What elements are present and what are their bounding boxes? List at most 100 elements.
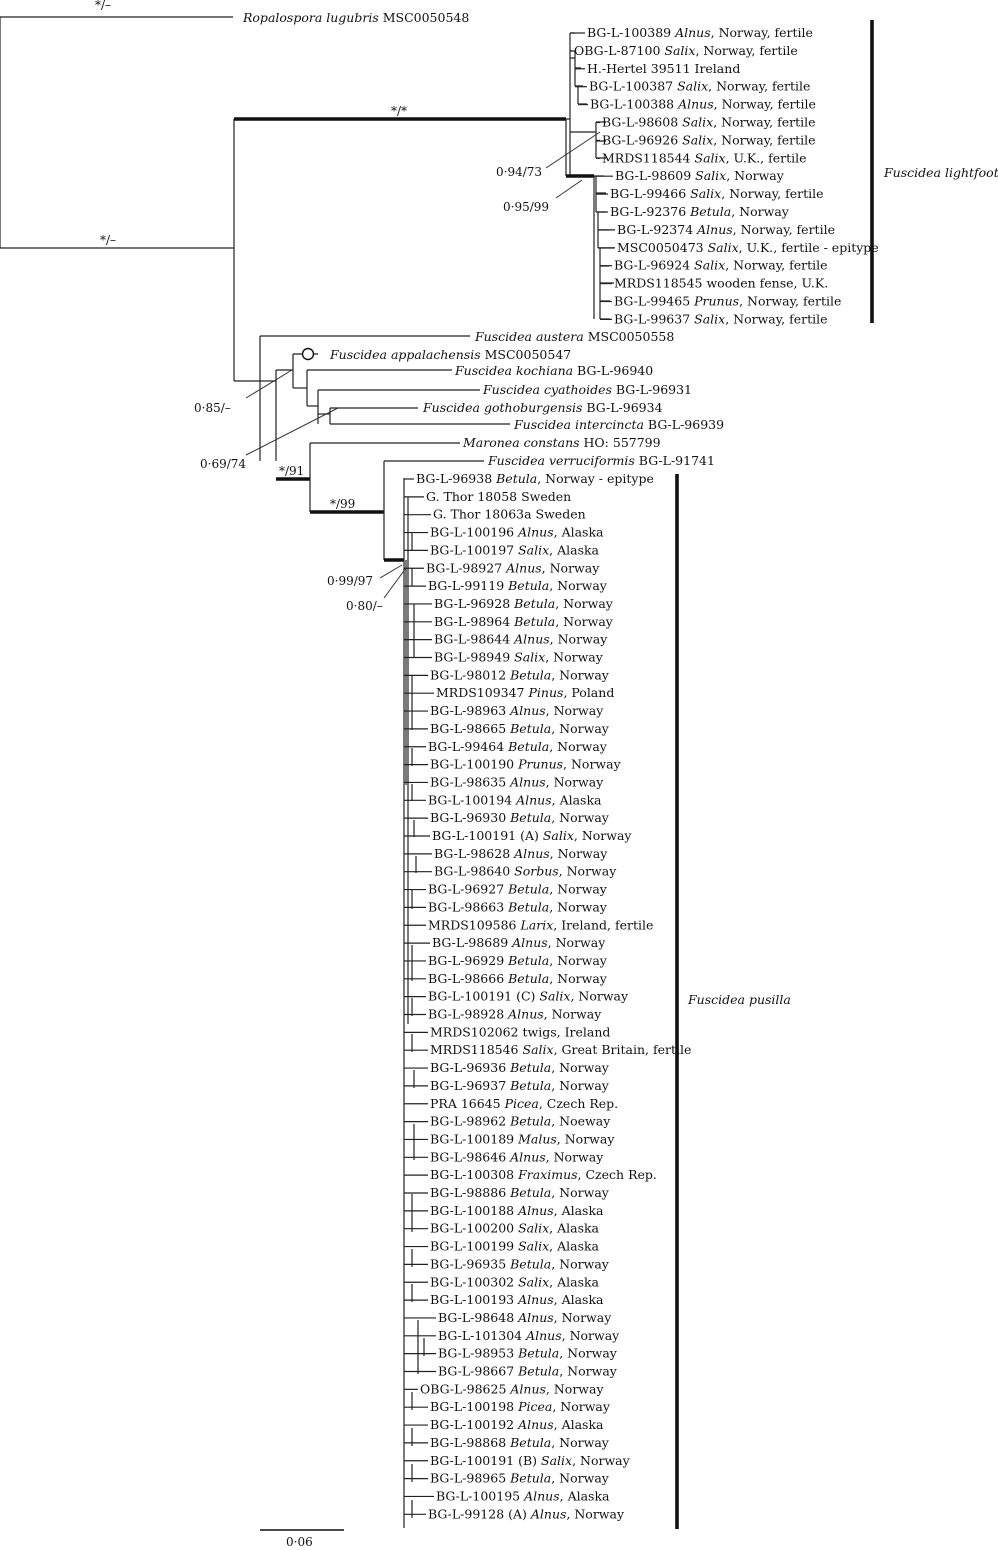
label-text: BG-L-98949 — [434, 650, 514, 665]
taxon-name: Alnus — [509, 1149, 546, 1164]
taxon-name: Alnus — [517, 1417, 554, 1432]
taxon-name: Betula — [507, 882, 549, 897]
tip-label-lightfootii: BG-L-96924 Salix, Norway, fertile — [614, 258, 828, 273]
tip-label-pusilla: BG-L-100198 Picea, Norway — [430, 1399, 611, 1414]
tip-label-pusilla: BG-L-98962 Betula, Noeway — [430, 1114, 611, 1129]
clade-label-lightfootii: Fuscidea lightfootii — [883, 165, 998, 180]
label-text: BG-L-96928 — [434, 596, 514, 611]
tip-label-pusilla: BG-L-98965 Betula, Norway — [430, 1471, 610, 1486]
label-text: , Norway, fertile — [714, 97, 816, 112]
label-text: BG-L-98667 — [438, 1364, 518, 1379]
tip-label-lightfootii: BG-L-100388 Alnus, Norway, fertile — [590, 97, 816, 112]
label-text: , Norway, fertile — [708, 79, 810, 94]
taxon-name: Larix — [520, 917, 554, 932]
label-text: , Norway — [563, 757, 622, 772]
label-text: HO: 557799 — [580, 435, 661, 450]
label-text: BG-L-98962 — [430, 1114, 510, 1129]
label-text: , Norway — [549, 578, 608, 593]
taxon-name: Salix — [690, 186, 721, 201]
support-lightfootii: */* — [391, 104, 407, 118]
tip-label-pusilla: BG-L-100191 (C) Salix, Norway — [428, 989, 629, 1004]
label-text: MSC0050547 — [481, 347, 572, 362]
label-text: BG-L-100200 — [430, 1221, 518, 1236]
tip-label-lightfootii: BG-L-100389 Alnus, Norway, fertile — [587, 25, 813, 40]
tip-label-pusilla: BG-L-96936 Betula, Norway — [430, 1060, 610, 1075]
label-text: BG-L-98646 — [430, 1149, 510, 1164]
tip-label-lightfootii: BG-L-98609 Salix, Norway — [615, 168, 785, 183]
label-text: , Norway — [549, 739, 608, 754]
tip-label-lightfootii: MRDS118545 wooden fense, U.K. — [614, 276, 828, 291]
support-maronea-pusilla: */91 — [279, 464, 304, 478]
taxon-name: Salix — [677, 79, 708, 94]
tip-label-species: Fuscidea intercincta BG-L-96939 — [513, 417, 724, 432]
label-text: BG-L-96929 — [428, 953, 508, 968]
label-text: , Czech Rep. — [578, 1167, 657, 1182]
label-text: BG-L-100197 — [430, 542, 518, 557]
taxon-name: Alnus — [674, 25, 711, 40]
label-text: BG-L-98886 — [430, 1185, 510, 1200]
taxon-name: Maronea constans — [462, 435, 580, 450]
label-text: BG-L-96926 — [602, 132, 682, 147]
label-text: , Norway — [542, 560, 601, 575]
label-text: MRDS118545 wooden fense, U.K. — [614, 276, 828, 291]
tip-label-species: Maronea constans HO: 557799 — [462, 435, 661, 450]
taxon-name: Alnus — [530, 1506, 567, 1521]
label-text: BG-L-99119 — [428, 578, 508, 593]
tip-label-lightfootii: OBG-L-87100 Salix, Norway, fertile — [574, 43, 798, 58]
label-text: , Ireland, fertile — [553, 917, 653, 932]
taxon-name: Alnus — [505, 560, 542, 575]
taxon-name: Alnus — [509, 774, 546, 789]
label-text: , Noeway — [551, 1114, 611, 1129]
label-text: , Alaska — [549, 1239, 599, 1254]
label-text: BG-L-98927 — [426, 560, 506, 575]
label-text: BG-L-100190 — [430, 757, 518, 772]
taxon-name: Alnus — [677, 97, 714, 112]
tip-label-pusilla: BG-L-99464 Betula, Norway — [428, 739, 608, 754]
label-text: , Norway — [551, 1471, 610, 1486]
label-text: BG-L-98628 — [434, 846, 514, 861]
support-lightfootii-a: 0·94/73 — [496, 165, 542, 179]
label-text: , Norway — [551, 1185, 610, 1200]
taxon-name: Alnus — [517, 1203, 554, 1218]
label-text: BG-L-96936 — [430, 1060, 510, 1075]
tip-label-pusilla: BG-L-96935 Betula, Norway — [430, 1256, 610, 1271]
label-text: , Czech Rep. — [539, 1096, 618, 1111]
label-text: , Norway — [562, 1328, 621, 1343]
label-text: BG-L-100188 — [430, 1203, 518, 1218]
tip-label-pusilla: BG-L-101304 Alnus, Norway — [438, 1328, 620, 1343]
label-text: BG-L-98608 — [602, 115, 682, 130]
label-text: MRDS118544 — [602, 150, 695, 165]
label-text: BG-L-98963 — [430, 703, 510, 718]
label-text: BG-L-98965 — [430, 1471, 510, 1486]
tip-label-pusilla: BG-L-98928 Alnus, Norway — [428, 1007, 602, 1022]
label-text: , Norway — [546, 1381, 605, 1396]
label-text: MSC0050558 — [584, 329, 675, 344]
taxon-name: Salix — [518, 1239, 549, 1254]
label-text: BG-L-92374 — [617, 222, 697, 237]
label-text: MRDS118546 — [430, 1042, 523, 1057]
label-text: BG-L-100191 (A) — [432, 828, 543, 843]
taxon-name: Betula — [509, 667, 551, 682]
label-text: , Norway, fertile — [713, 115, 815, 130]
taxon-name: Betula — [509, 1078, 551, 1093]
support-leader-lines — [245, 131, 601, 599]
label-text: , Norway — [549, 971, 608, 986]
taxon-name: Fuscidea gothoburgensis — [422, 400, 582, 415]
tip-label-species: Fuscidea cyathoides BG-L-96931 — [482, 382, 692, 397]
label-text: BG-L-99466 — [610, 186, 690, 201]
label-text: MRDS109586 — [428, 917, 521, 932]
pusilla-comb-inner — [405, 497, 409, 1024]
tip-label-pusilla: BG-L-98635 Alnus, Norway — [430, 774, 604, 789]
label-text: BG-L-98012 — [430, 667, 510, 682]
label-text: BG-L-100194 — [428, 792, 516, 807]
tip-label-pusilla: BG-L-98953 Betula, Norway — [438, 1346, 618, 1361]
label-text: , Norway, fertile — [739, 294, 841, 309]
scale-label: 0·06 — [286, 1535, 313, 1549]
taxon-name: Alnus — [513, 846, 550, 861]
label-text: , Norway — [550, 846, 609, 861]
label-text: , Norway — [549, 882, 608, 897]
label-text: BG-L-98928 — [428, 1007, 508, 1022]
label-text: BG-L-96938 — [416, 471, 496, 486]
support-cyathoides: 0·69/74 — [200, 457, 246, 471]
